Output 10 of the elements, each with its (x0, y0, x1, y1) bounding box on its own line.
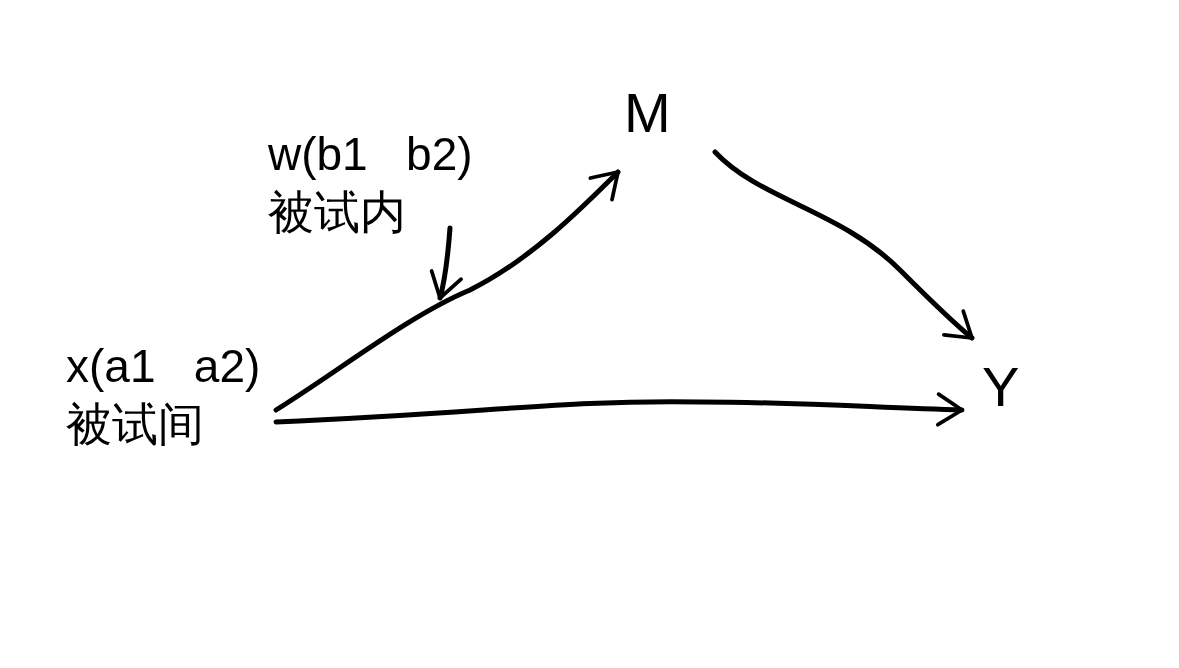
variable-name: x(a1 a2) (66, 339, 261, 394)
variable-name: w(b1 b2) (268, 127, 473, 182)
variable-name: M (624, 78, 671, 148)
condition-label: 被试间 (66, 396, 204, 452)
variable-name: Y (982, 352, 1020, 422)
condition-label: 被试内 (268, 184, 406, 240)
arrow (273, 392, 965, 427)
moderation-arrow (429, 225, 463, 301)
arrow (712, 149, 975, 341)
arrow (273, 169, 621, 413)
